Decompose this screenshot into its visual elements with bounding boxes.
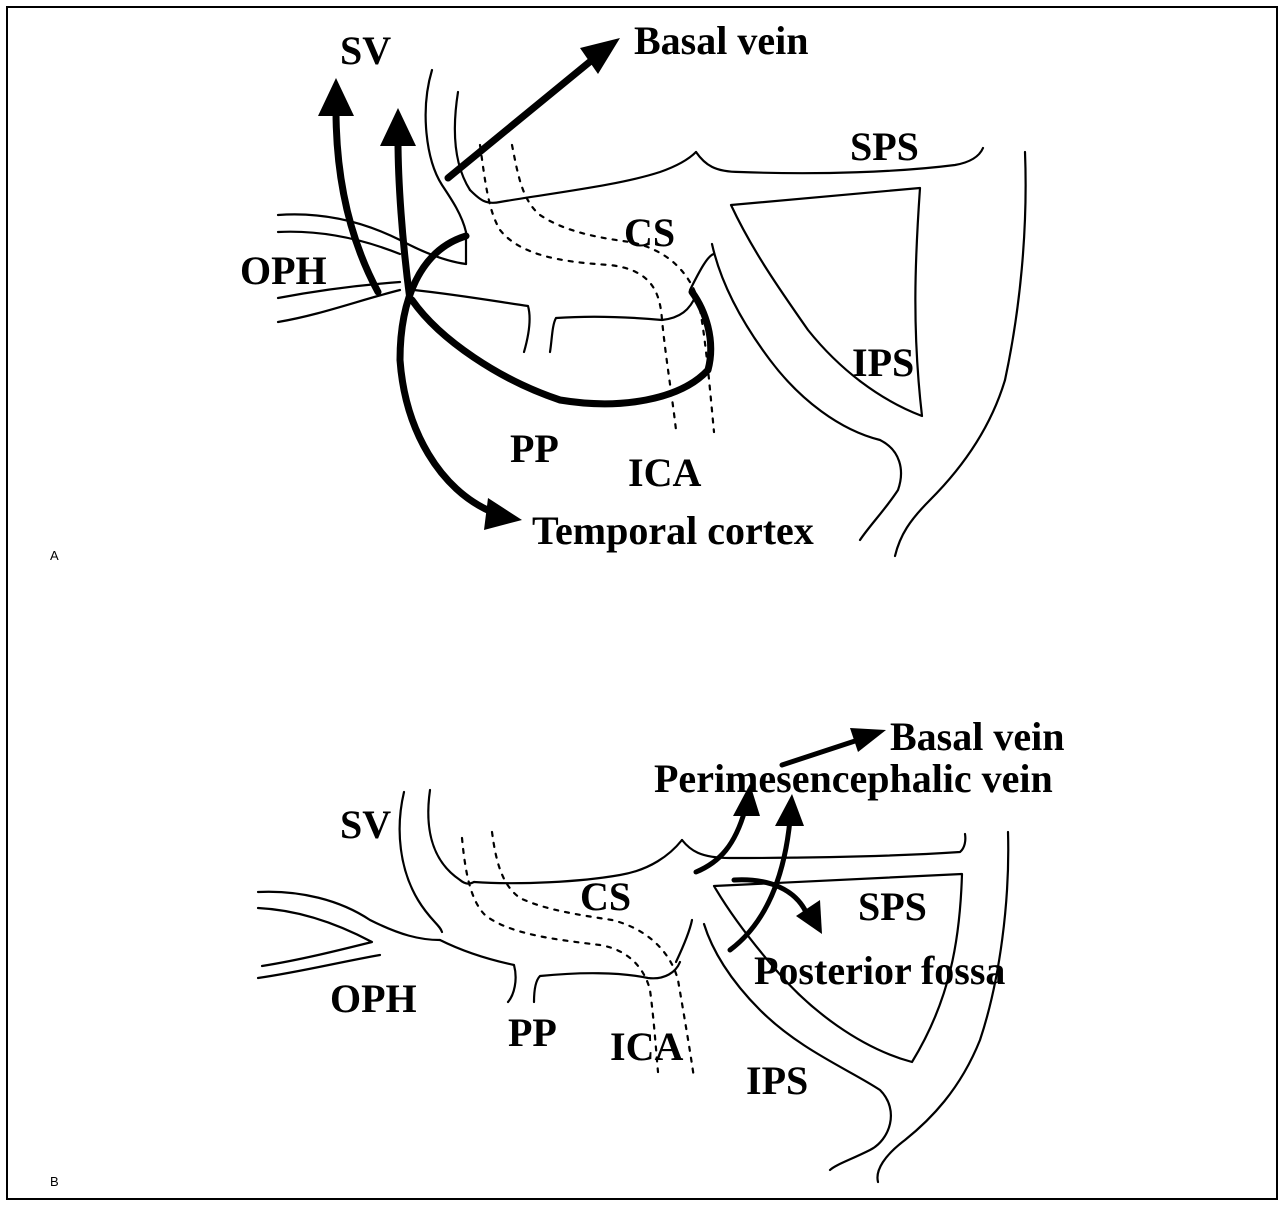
panel-b-label-ica: ICA [610, 1024, 683, 1069]
panel-b: Basal vein Perimesencephalic vein SV CS … [50, 714, 1064, 1189]
panel-a-label-ica: ICA [628, 450, 701, 495]
panel-a-label-sv: SV [340, 28, 391, 73]
panel-b-label-cs: CS [580, 874, 631, 919]
panel-a-label-basal-vein: Basal vein [634, 18, 808, 63]
panel-a-label-pp: PP [510, 426, 559, 471]
panel-a-label-temporal-cortex: Temporal cortex [532, 508, 814, 553]
panel-a-label-ips: IPS [852, 340, 914, 385]
panel-b-label-oph: OPH [330, 976, 417, 1021]
panel-b-label-basal-vein: Basal vein [890, 714, 1064, 759]
panel-a-label-cs: CS [624, 210, 675, 255]
panel-a-label-sps: SPS [850, 124, 919, 169]
panel-b-label-perimesencephalic-vein: Perimesencephalic vein [654, 756, 1053, 801]
panel-a-letter: A [50, 548, 59, 563]
panel-b-label-ips: IPS [746, 1058, 808, 1103]
panel-b-label-posterior-fossa: Posterior fossa [754, 948, 1005, 993]
panel-b-letter: B [50, 1174, 59, 1189]
panel-b-label-pp: PP [508, 1010, 557, 1055]
panel-a-ica-dashed [480, 145, 676, 430]
panel-a-label-oph: OPH [240, 248, 327, 293]
panel-a: SV Basal vein SPS CS OPH IPS PP ICA Temp… [50, 18, 1026, 563]
panel-b-label-sv: SV [340, 802, 391, 847]
panel-b-label-sps: SPS [858, 884, 927, 929]
